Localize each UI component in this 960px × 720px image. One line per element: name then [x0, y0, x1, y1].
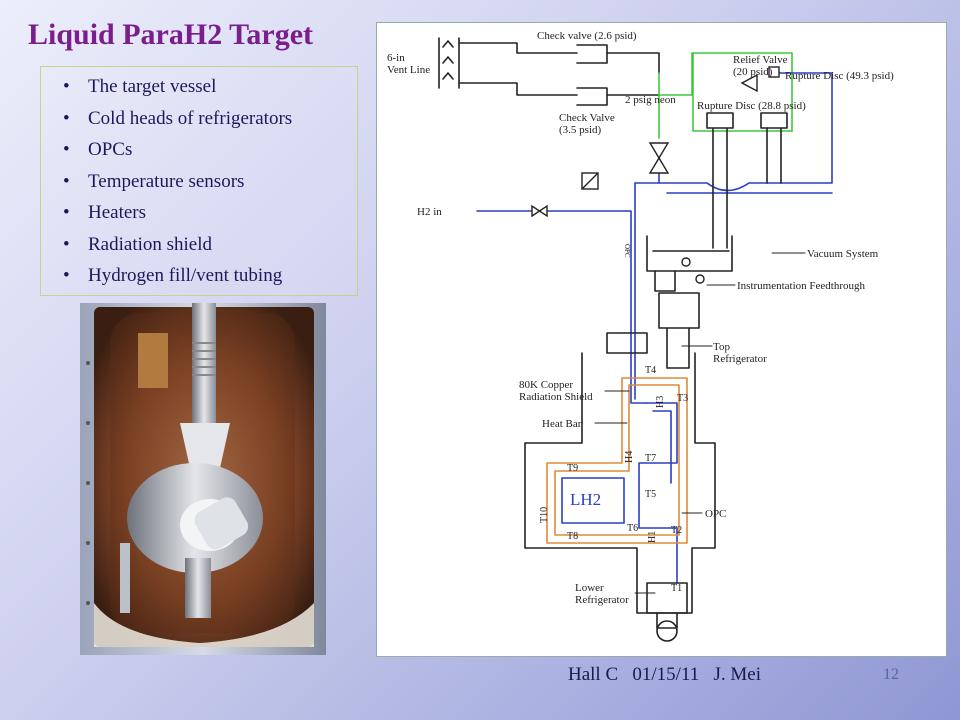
- bullet-item: Cold heads of refrigerators: [41, 103, 357, 135]
- bullet-item: Radiation shield: [41, 229, 357, 261]
- label-opc-small: OPC: [623, 244, 631, 258]
- label-check-valve-bottom: Check Valve(3.5 psid): [559, 112, 615, 136]
- bullet-box: The target vessel Cold heads of refriger…: [40, 66, 358, 296]
- sensor-t9: T9: [567, 463, 578, 474]
- label-neon: 2 psig neon: [625, 94, 676, 106]
- target-photo: [80, 303, 326, 655]
- label-opc: OPC: [705, 508, 726, 520]
- sensor-t7: T7: [645, 453, 656, 464]
- page-number: 12: [883, 666, 899, 683]
- sensor-t10: T10: [539, 507, 550, 523]
- slide-title: Liquid ParaH2 Target: [28, 18, 314, 51]
- footer-credit: Hall C 01/15/11 J. Mei: [568, 664, 761, 685]
- sensor-t1: T1: [671, 583, 682, 594]
- label-vent-line: 6-in Vent Line: [387, 52, 430, 76]
- label-check-valve-top: Check valve (2.6 psid): [537, 30, 637, 42]
- target-photo-drawing: [80, 303, 326, 655]
- label-heat-bar: Heat Bar: [542, 418, 582, 430]
- sensor-t2: T2: [671, 525, 682, 536]
- sensor-t8: T8: [567, 531, 578, 542]
- bullet-list: The target vessel Cold heads of refriger…: [41, 67, 357, 292]
- label-rupture-disc-mid: Rupture Disc (28.8 psid): [697, 100, 806, 112]
- label-vent-line-1: 6-in: [387, 52, 405, 64]
- sensor-t4: T4: [645, 365, 656, 376]
- label-relief-valve: Relief Valve(20 psid): [733, 54, 788, 78]
- heater-h4: H4: [624, 451, 635, 463]
- bullet-item: OPCs: [41, 134, 357, 166]
- heater-h3: H3: [655, 396, 666, 408]
- bullet-item: Hydrogen fill/vent tubing: [41, 260, 357, 292]
- label-lh2: LH2: [570, 490, 601, 509]
- label-feedthrough: Instrumentation Feedthrough: [737, 280, 866, 292]
- label-vacuum: Vacuum System: [807, 248, 879, 260]
- sensor-t5: T5: [645, 489, 656, 500]
- bullet-item: The target vessel: [41, 71, 357, 103]
- schematic-drawing: 6-in Vent Line Check valve (2.6 psid) 2 …: [387, 30, 894, 642]
- target-schematic: 6-in Vent Line Check valve (2.6 psid) 2 …: [376, 22, 947, 657]
- label-rupture-disc-top: Rupture Disc (49.3 psid): [785, 70, 894, 82]
- heater-h1: H1: [647, 531, 658, 543]
- sensor-t6: T6: [627, 523, 638, 534]
- bullet-item: Temperature sensors: [41, 166, 357, 198]
- bullet-item: Heaters: [41, 197, 357, 229]
- label-h2-in: H2 in: [417, 206, 442, 218]
- sensor-t3: T3: [677, 393, 688, 404]
